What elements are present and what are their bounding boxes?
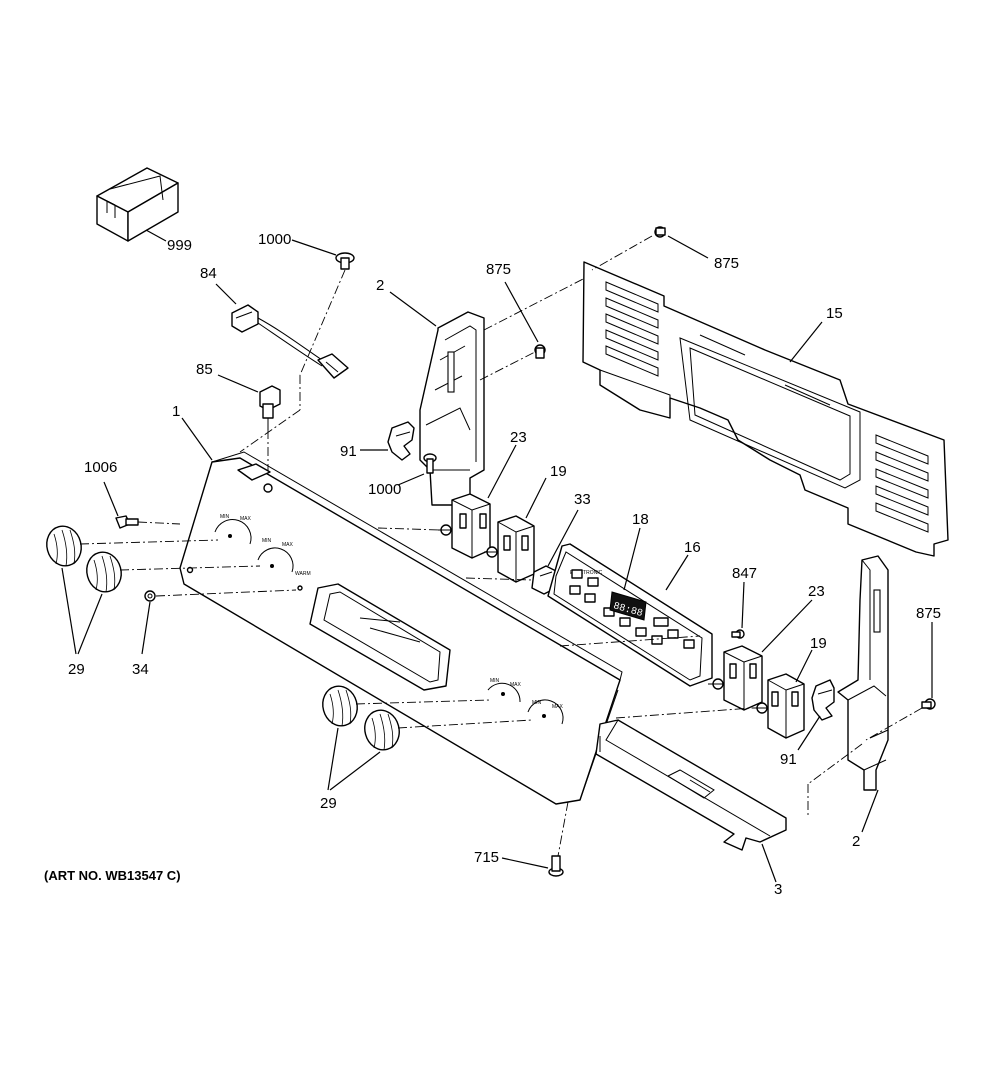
part-85-socket (259, 385, 281, 430)
callout-23-right: 23 (808, 583, 825, 600)
callout-85: 85 (196, 361, 213, 378)
part-34-plug (144, 590, 156, 602)
part-875-screw-b (654, 226, 666, 238)
callout-1006: 1006 (84, 459, 117, 476)
callout-91-right: 91 (780, 751, 797, 768)
art-number-caption: (ART NO. WB13547 C) (44, 868, 181, 883)
svg-text:MIN: MIN (532, 700, 542, 706)
part-3-trim (595, 719, 787, 851)
callout-2-left: 2 (376, 277, 384, 294)
part-1000-screw-lower (423, 453, 437, 474)
callout-91-left: 91 (340, 443, 357, 460)
callout-19-right: 19 (810, 635, 827, 652)
part-2-end-cap-right (837, 555, 889, 791)
svg-text:ELECTRONIC: ELECTRONIC (570, 570, 603, 576)
part-16-electronic-control: ELECTRONIC 88:88 (547, 543, 713, 687)
part-19-switch-right (752, 673, 805, 739)
svg-text:MIN: MIN (220, 514, 230, 520)
callout-29-left: 29 (68, 661, 85, 678)
svg-text:MAX: MAX (510, 682, 522, 688)
part-91-clip-left (387, 421, 415, 461)
part-1000-screw-top (335, 252, 355, 270)
svg-text:WARM: WARM (295, 571, 311, 577)
part-715-screw (548, 855, 564, 877)
callout-84: 84 (200, 265, 217, 282)
callout-875-b: 875 (714, 255, 739, 272)
svg-text:MIN: MIN (262, 538, 272, 544)
callout-16: 16 (684, 539, 701, 556)
vents-left (605, 281, 659, 377)
part-23-switch-right (708, 645, 763, 711)
part-29-knob-right-2 (364, 709, 400, 751)
part-875-screw-a (534, 344, 546, 359)
part-29-knob-left-2 (86, 551, 122, 593)
part-2-end-cap-left (419, 311, 485, 506)
part-29-knob-right-1 (322, 685, 358, 727)
callout-29-right: 29 (320, 795, 337, 812)
part-23-switch-left (438, 493, 491, 559)
callout-875-a: 875 (486, 261, 511, 278)
vents-right (875, 434, 929, 533)
part-91-clip-right (811, 679, 835, 721)
part-19-switch-left (484, 515, 535, 583)
callout-2-right: 2 (852, 833, 860, 850)
part-84-wire-harness (231, 304, 349, 379)
part-847-screw (731, 629, 745, 639)
callout-33: 33 (574, 491, 591, 508)
callout-34: 34 (132, 661, 149, 678)
part-29-knob-left-1 (46, 525, 82, 567)
part-15-back-panel (582, 261, 949, 557)
callout-18: 18 (632, 511, 649, 528)
callout-15: 15 (826, 305, 843, 322)
svg-text:MAX: MAX (282, 542, 294, 548)
part-1006-screw (115, 515, 139, 529)
callout-847: 847 (732, 565, 757, 582)
svg-text:MAX: MAX (240, 516, 252, 522)
callout-999: 999 (167, 237, 192, 254)
svg-text:MAX: MAX (552, 704, 564, 710)
callout-715: 715 (474, 849, 499, 866)
callout-3: 3 (774, 881, 782, 898)
callout-875-c: 875 (916, 605, 941, 622)
display-window (609, 591, 647, 621)
callout-labels: 999 1000 84 85 2 875 875 15 1 91 1000 23… (68, 231, 941, 898)
callout-1000-top: 1000 (258, 231, 291, 248)
part-999-box (96, 167, 179, 242)
callout-19-left: 19 (550, 463, 567, 480)
part-875-screw-c (921, 698, 936, 710)
callout-1: 1 (172, 403, 180, 420)
callout-1000-lower: 1000 (368, 481, 401, 498)
part-1-control-panel: MIN MAX MIN MAX WARM MIN MAX MIN MAX (179, 451, 623, 805)
svg-text:MIN: MIN (490, 678, 500, 684)
callout-23-left: 23 (510, 429, 527, 446)
